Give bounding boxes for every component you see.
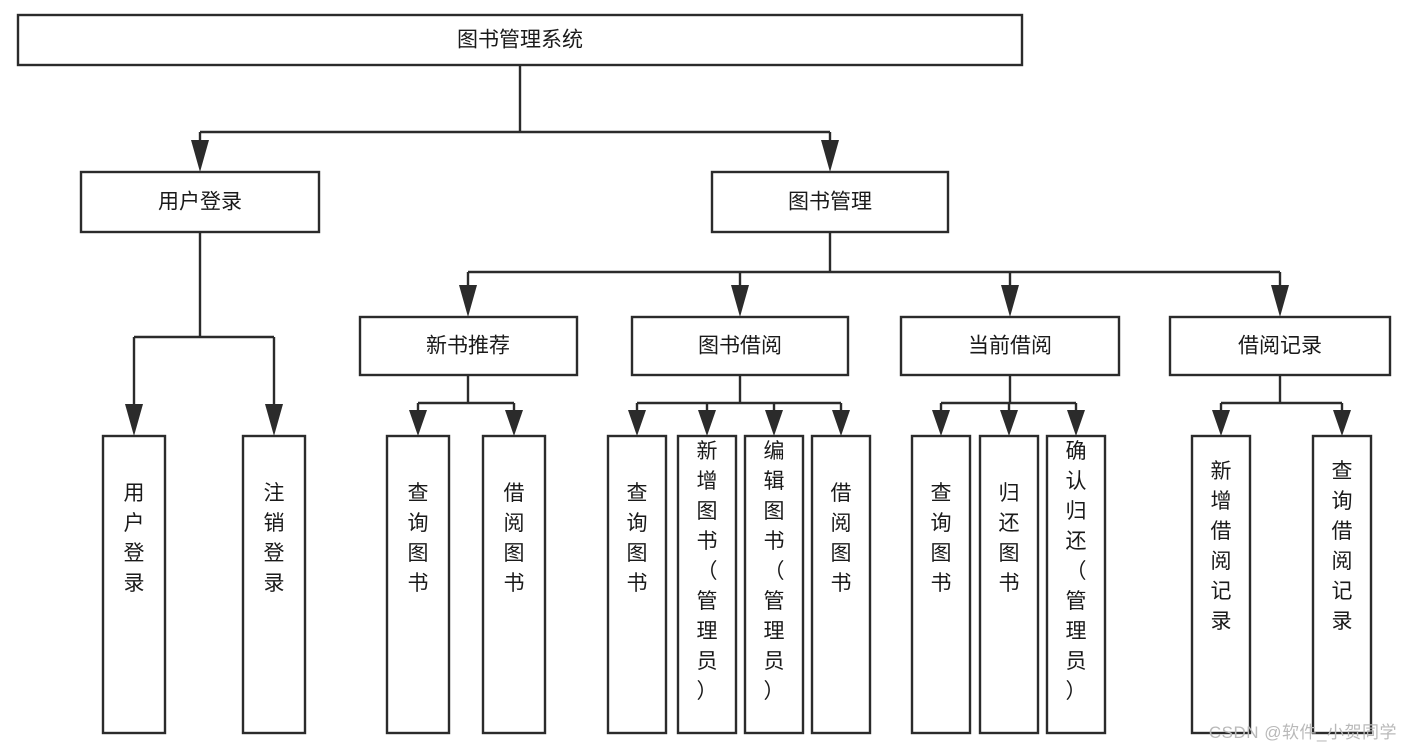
arrowhead-borrow-record <box>1271 285 1289 317</box>
node-leaf-edit-book-admin-label: 编辑图书（管理员） <box>764 440 785 703</box>
node-leaf-query-book-3[interactable]: 查询图书 <box>910 434 972 735</box>
arrowhead-leaf-edit-book-admin <box>765 410 783 436</box>
arrowhead-current-borrow <box>1001 285 1019 317</box>
node-leaf-query-borrow-record-label: 查询借阅记录 <box>1332 460 1353 633</box>
arrowhead-book-borrow <box>731 285 749 317</box>
node-leaf-query-book-1[interactable]: 查询图书 <box>385 434 451 735</box>
node-leaf-query-book-1-box[interactable] <box>385 434 451 735</box>
node-new-book-recommend-label: 新书推荐 <box>426 335 510 358</box>
node-leaf-logout[interactable]: 注销登录 <box>241 434 307 735</box>
node-leaf-borrow-book-2-label: 借阅图书 <box>831 482 852 595</box>
node-leaf-borrow-book-1-label: 借阅图书 <box>504 482 525 595</box>
node-leaf-query-book-2-box[interactable] <box>606 434 668 735</box>
node-leaf-logout-box[interactable] <box>241 434 307 735</box>
node-leaf-query-book-3-box[interactable] <box>910 434 972 735</box>
node-leaf-confirm-return-admin-box[interactable] <box>1045 434 1107 735</box>
node-leaf-query-borrow-record[interactable]: 查询借阅记录 <box>1311 434 1373 735</box>
node-leaf-add-book-admin[interactable]: 新增图书（管理员） <box>676 434 738 735</box>
node-user-login-label: 用户登录 <box>158 191 242 214</box>
csdn-watermark: CSDN @软件_小贺同学 <box>1208 723 1397 742</box>
arrowhead-book-manage <box>821 140 839 172</box>
node-borrow-record-label: 借阅记录 <box>1238 335 1322 358</box>
node-book-manage-box[interactable] <box>710 170 950 234</box>
node-new-book-recommend[interactable]: 新书推荐 <box>358 315 579 377</box>
node-root-box[interactable] <box>16 13 1024 67</box>
arrowhead-leaf-query-book-3 <box>932 410 950 436</box>
node-new-book-recommend-box[interactable] <box>358 315 579 377</box>
arrowhead-leaf-confirm-return-admin <box>1067 410 1085 436</box>
node-leaf-edit-book-admin-box[interactable] <box>743 434 805 735</box>
node-leaf-logout-label: 注销登录 <box>264 482 285 595</box>
node-book-borrow[interactable]: 图书借阅 <box>630 315 850 377</box>
node-leaf-query-borrow-record-box[interactable] <box>1311 434 1373 735</box>
node-leaf-user-login-label: 用户登录 <box>124 482 145 595</box>
node-current-borrow-label: 当前借阅 <box>968 335 1052 358</box>
arrowhead-leaf-borrow-book-1 <box>505 410 523 436</box>
node-leaf-borrow-book-2-box[interactable] <box>810 434 872 735</box>
arrowhead-new-book-recommend <box>459 285 477 317</box>
node-leaf-add-borrow-record-box[interactable] <box>1190 434 1252 735</box>
arrowhead-user-login <box>191 140 209 172</box>
node-root-label: 图书管理系统 <box>457 29 583 52</box>
arrowhead-leaf-add-book-admin <box>698 410 716 436</box>
node-leaf-edit-book-admin[interactable]: 编辑图书（管理员） <box>743 434 805 735</box>
node-leaf-return-book-box[interactable] <box>978 434 1040 735</box>
node-current-borrow-box[interactable] <box>899 315 1121 377</box>
node-borrow-record-box[interactable] <box>1168 315 1392 377</box>
arrowhead-leaf-add-borrow-record <box>1212 410 1230 436</box>
node-leaf-query-book-2-label: 查询图书 <box>627 482 648 595</box>
node-user-login[interactable]: 用户登录 <box>79 170 321 234</box>
arrowhead-leaf-borrow-book-2 <box>832 410 850 436</box>
node-leaf-user-login-box[interactable] <box>101 434 167 735</box>
node-leaf-return-book-label: 归还图书 <box>999 482 1020 595</box>
node-current-borrow[interactable]: 当前借阅 <box>899 315 1121 377</box>
node-leaf-add-book-admin-box[interactable] <box>676 434 738 735</box>
node-leaf-confirm-return-admin[interactable]: 确认归还（管理员） <box>1045 434 1107 735</box>
node-borrow-record[interactable]: 借阅记录 <box>1168 315 1392 377</box>
node-leaf-query-book-1-label: 查询图书 <box>408 482 429 595</box>
connector-layer <box>125 65 1351 436</box>
arrowhead-leaf-return-book <box>1000 410 1018 436</box>
node-leaf-add-borrow-record-label: 新增借阅记录 <box>1211 460 1232 633</box>
node-leaf-borrow-book-1-box[interactable] <box>481 434 547 735</box>
arrowhead-leaf-query-book-1 <box>409 410 427 436</box>
node-root[interactable]: 图书管理系统 <box>16 13 1024 67</box>
node-book-borrow-box[interactable] <box>630 315 850 377</box>
node-book-manage-label: 图书管理 <box>788 191 872 214</box>
arrowhead-leaf-user-login <box>125 404 143 436</box>
node-leaf-confirm-return-admin-label: 确认归还（管理员） <box>1066 440 1087 703</box>
arrowhead-leaf-query-book-2 <box>628 410 646 436</box>
arrowhead-leaf-logout <box>265 404 283 436</box>
arrowhead-leaf-query-borrow-record <box>1333 410 1351 436</box>
node-leaf-query-book-2[interactable]: 查询图书 <box>606 434 668 735</box>
node-leaf-query-book-3-label: 查询图书 <box>931 482 952 595</box>
node-leaf-return-book[interactable]: 归还图书 <box>978 434 1040 735</box>
node-leaf-borrow-book-1[interactable]: 借阅图书 <box>481 434 547 735</box>
node-leaf-user-login[interactable]: 用户登录 <box>101 434 167 735</box>
node-leaf-borrow-book-2[interactable]: 借阅图书 <box>810 434 872 735</box>
node-book-borrow-label: 图书借阅 <box>698 335 782 358</box>
node-leaf-add-borrow-record[interactable]: 新增借阅记录 <box>1190 434 1252 735</box>
node-user-login-box[interactable] <box>79 170 321 234</box>
node-book-manage[interactable]: 图书管理 <box>710 170 950 234</box>
node-leaf-add-book-admin-label: 新增图书（管理员） <box>697 440 718 703</box>
